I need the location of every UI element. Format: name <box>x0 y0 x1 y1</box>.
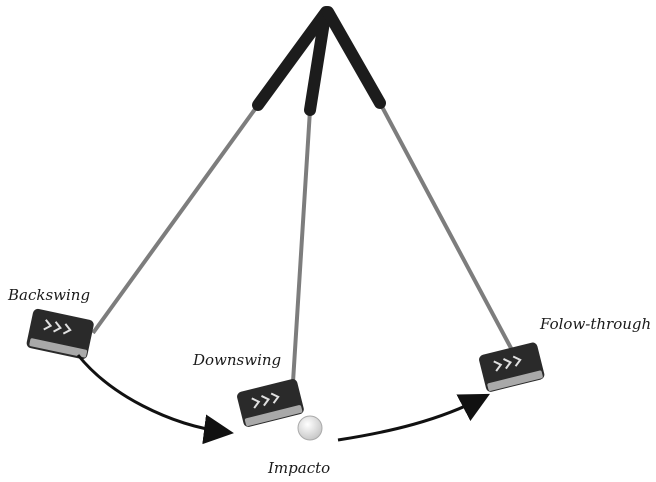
label-impact: Impacto <box>268 459 330 477</box>
putter-head <box>478 341 545 392</box>
shaft <box>93 105 258 333</box>
golf-ball <box>298 416 322 440</box>
putter-head <box>236 378 305 428</box>
label-backswing: Backswing <box>8 286 90 304</box>
arrow-impact-to-follow-through <box>338 398 482 440</box>
putter-head <box>26 308 95 360</box>
shaft <box>380 103 512 350</box>
label-follow-through: Folow-through <box>540 315 651 333</box>
grip <box>328 12 380 103</box>
putter-follow-through <box>328 12 545 393</box>
putter-backswing <box>26 12 326 360</box>
label-downswing: Downswing <box>193 351 281 369</box>
shaft <box>292 110 310 398</box>
